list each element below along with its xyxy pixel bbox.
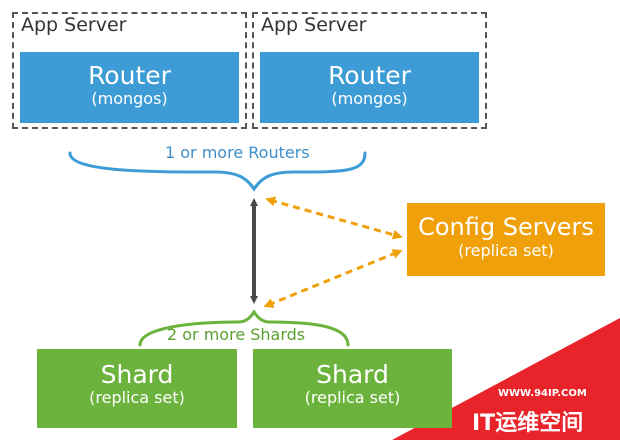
shard-subtitle: (replica set) [304,388,401,407]
router-box: Router (mongos) [20,52,239,123]
shards-label: 2 or more Shards [167,325,306,344]
shard-box-1: Shard (replica set) [37,349,237,428]
shard-subtitle: (replica set) [89,388,185,407]
shard-box-2: Shard (replica set) [253,349,452,428]
watermark-url: WWW.94IP.COM [498,388,587,399]
app-server-2: App Server Router (mongos) [252,12,487,129]
router-subtitle: (mongos) [331,89,408,108]
router-subtitle: (mongos) [91,89,168,108]
router-box: Router (mongos) [260,52,479,123]
config-servers-box: Config Servers (replica set) [407,203,605,276]
router-title: Router [88,61,171,90]
routers-brace [68,151,367,192]
config-title: Config Servers [418,213,594,241]
shards-brace [138,309,350,347]
config-subtitle: (replica set) [458,241,554,260]
router-config-arrow [265,196,403,240]
router-title: Router [328,61,411,90]
app-server-caption: App Server [21,14,127,36]
app-server-1: App Server Router (mongos) [12,12,247,129]
app-server-caption: App Server [261,14,367,36]
shard-title: Shard [100,360,174,389]
watermark-brand: IT运维空间 [472,411,584,436]
routers-label: 1 or more Routers [165,143,310,162]
shard-title: Shard [316,360,389,389]
shard-config-arrow [263,249,403,308]
